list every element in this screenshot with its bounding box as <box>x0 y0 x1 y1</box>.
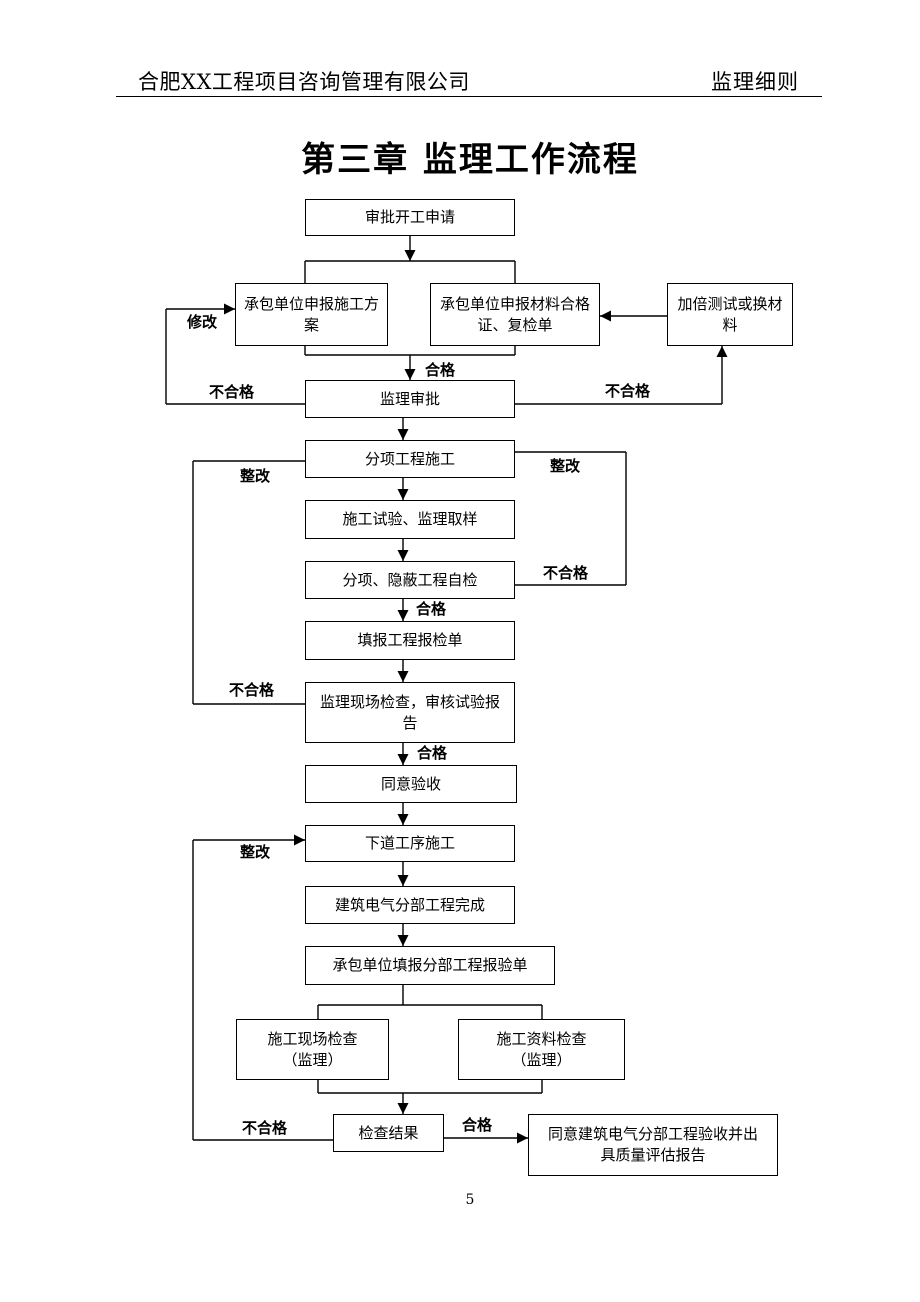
label-qualified-2: 合格 <box>416 600 447 618</box>
box-check-result: 检查结果 <box>333 1114 444 1152</box>
box-supervision-approve: 监理审批 <box>305 380 515 418</box>
box-next-process: 下道工序施工 <box>305 825 515 862</box>
label-rectify-2: 整改 <box>550 457 581 475</box>
page-number: 5 <box>465 1192 475 1208</box>
header-rule <box>116 96 822 97</box>
label-rectify-1: 整改 <box>240 467 271 485</box>
box-approve-start: 审批开工申请 <box>305 199 515 236</box>
box-self-check: 分项、隐蔽工程自检 <box>305 561 515 599</box>
box-submit-material: 承包单位申报材料合格证、复检单 <box>430 283 600 346</box>
header-company: 合肥XX工程项目咨询管理有限公司 <box>138 70 470 94</box>
header-doc-type: 监理细则 <box>711 70 799 94</box>
label-unqualified-material: 不合格 <box>605 382 651 400</box>
label-qualified-1: 合格 <box>425 361 456 379</box>
label-rectify-3: 整改 <box>240 843 271 861</box>
label-unqualified-inspection: 不合格 <box>229 681 275 699</box>
box-sub-construction: 分项工程施工 <box>305 440 515 478</box>
box-test-sampling: 施工试验、监理取样 <box>305 500 515 539</box>
box-site-inspection: 监理现场检查，审核试验报告 <box>305 682 515 743</box>
box-double-test: 加倍测试或换材料 <box>667 283 793 346</box>
label-unqualified-plan: 不合格 <box>209 383 255 401</box>
box-doc-check: 施工资料检查（监理） <box>458 1019 625 1080</box>
box-fill-report: 填报工程报检单 <box>305 621 515 660</box>
box-contractor-report: 承包单位填报分部工程报验单 <box>305 946 555 985</box>
label-modify: 修改 <box>187 313 218 331</box>
label-qualified-3: 合格 <box>417 744 448 762</box>
page-title: 第三章 监理工作流程 <box>301 140 639 180</box>
box-agree-accept: 同意验收 <box>305 765 517 803</box>
label-unqualified-self-check: 不合格 <box>543 564 589 582</box>
box-electrical-complete: 建筑电气分部工程完成 <box>305 886 515 924</box>
box-submit-plan: 承包单位申报施工方案 <box>235 283 388 346</box>
label-unqualified-result: 不合格 <box>242 1119 288 1137</box>
label-qualified-result: 合格 <box>462 1116 493 1134</box>
box-site-check: 施工现场检查（监理） <box>236 1019 389 1080</box>
box-final-accept: 同意建筑电气分部工程验收并出具质量评估报告 <box>528 1114 778 1176</box>
